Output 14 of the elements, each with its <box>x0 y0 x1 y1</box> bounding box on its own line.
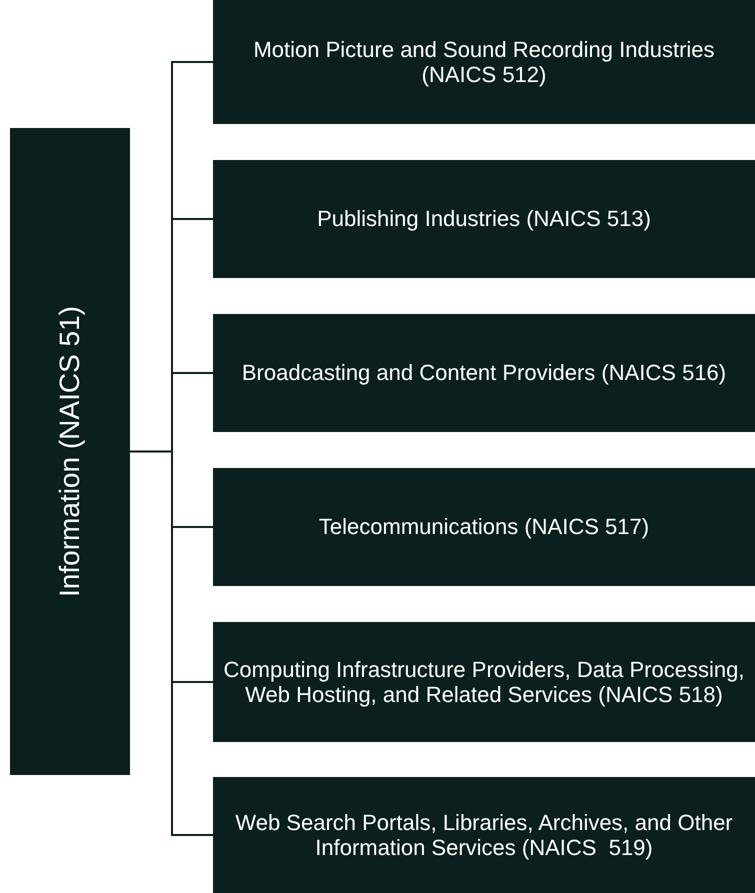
subsector-box <box>213 622 755 742</box>
sector-box <box>10 128 130 775</box>
subsector-label: Broadcasting and Content Providers (NAICS 516) <box>242 360 726 386</box>
subsector-label: Web Search Portals, Libraries, Archives, and Other Information Services (NAICS 519) <box>234 810 734 860</box>
subsector-box <box>213 468 755 586</box>
subsector-box <box>213 314 755 432</box>
subsector-label: Telecommunications (NAICS 517) <box>318 514 650 540</box>
subsector-box <box>213 160 755 278</box>
subsector-label: Motion Picture and Sound Recording Industries (NAICS 512) <box>252 36 716 88</box>
subsector-box <box>213 777 755 893</box>
subsector-box <box>213 0 755 124</box>
subsector-label: Publishing Industries (NAICS 513) <box>317 206 651 232</box>
sector-label: Information (NAICS 51) <box>54 306 86 597</box>
subsector-label: Computing Infrastructure Providers, Data Processing, Web Hosting, and Related Services (NAICS 518) <box>222 656 746 708</box>
